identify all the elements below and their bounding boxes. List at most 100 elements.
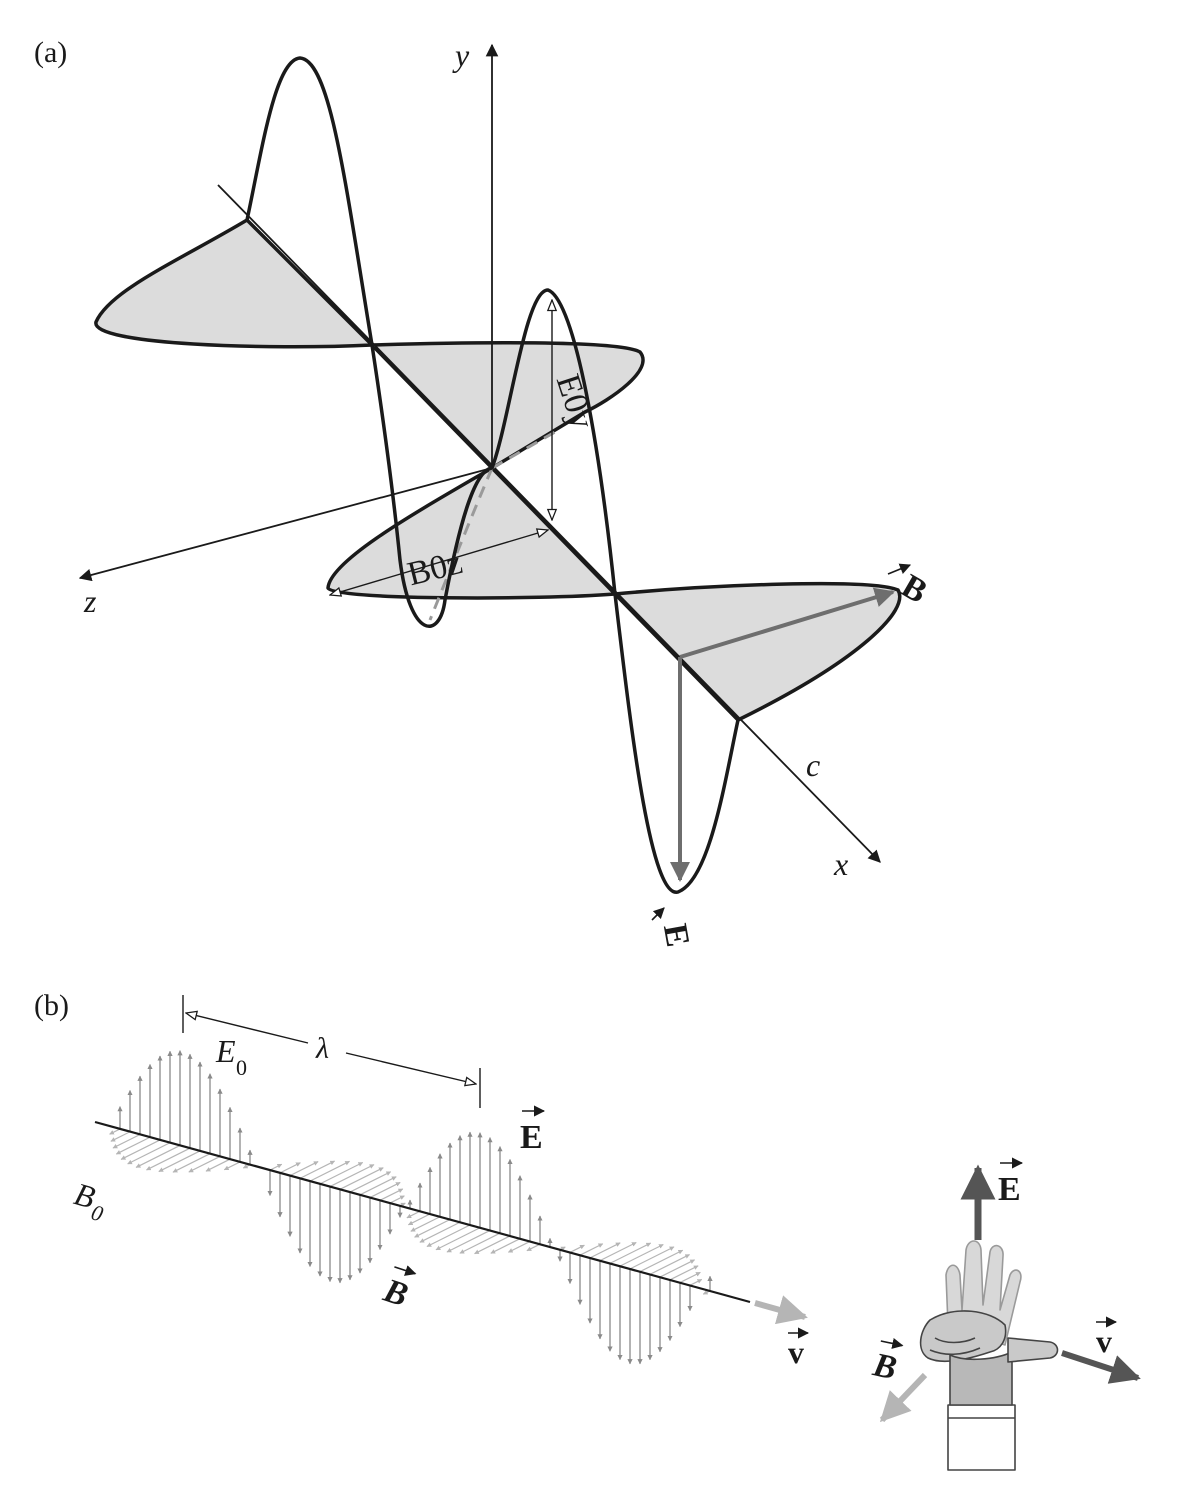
b-field-arrow bbox=[309, 1160, 350, 1182]
b-field-arrow bbox=[115, 1136, 151, 1155]
svg-text:E: E bbox=[656, 921, 696, 950]
axis-z-label: z bbox=[83, 583, 97, 619]
e-vector-label-b: E bbox=[520, 1105, 546, 1156]
b-field-arrow bbox=[379, 1188, 404, 1201]
b-field-arrow bbox=[569, 1244, 585, 1253]
lambda-dimension-right bbox=[345, 1052, 476, 1084]
b-field-arrow bbox=[459, 1232, 501, 1254]
svg-text:v: v bbox=[788, 1334, 804, 1370]
hand-b-label: B bbox=[869, 1337, 904, 1387]
svg-text:E: E bbox=[998, 1171, 1021, 1208]
b-field-arrow bbox=[406, 1210, 421, 1219]
b-field-arrow bbox=[599, 1241, 637, 1262]
b-field-arrow bbox=[127, 1142, 171, 1165]
b-vector-label-b: B bbox=[378, 1265, 417, 1315]
b-field-arrow bbox=[414, 1218, 451, 1238]
b-field-arrow bbox=[158, 1150, 201, 1173]
b-field-arrow bbox=[349, 1171, 392, 1193]
b-field-arrow bbox=[319, 1161, 364, 1185]
hand-v-label: v bbox=[1096, 1316, 1118, 1359]
b-field-arrow bbox=[135, 1144, 181, 1168]
z-axis bbox=[78, 467, 493, 582]
b-field-arrow bbox=[110, 1131, 131, 1142]
b-vector bbox=[679, 587, 895, 659]
svg-text:B: B bbox=[378, 1272, 412, 1315]
b-field-arrow bbox=[609, 1242, 652, 1264]
b-lobe-3 bbox=[326, 466, 617, 600]
b-field-arrow bbox=[146, 1147, 191, 1171]
b-field-arrow bbox=[120, 1139, 161, 1160]
b-field-arrow bbox=[689, 1278, 703, 1286]
b-field-arrow bbox=[410, 1216, 441, 1232]
b-field-arrow bbox=[435, 1227, 481, 1251]
propagation-line bbox=[94, 1120, 751, 1304]
lambda-dimension-left bbox=[186, 1013, 309, 1044]
speed-c-label: c bbox=[806, 747, 820, 783]
b-field-arrow bbox=[329, 1164, 375, 1188]
b-field-arrow bbox=[188, 1155, 221, 1173]
v-vector-label-b: v bbox=[788, 1327, 810, 1370]
b-field-arrow bbox=[109, 1128, 121, 1135]
axis-y-label: y bbox=[452, 37, 470, 73]
b-field-arrow bbox=[172, 1153, 211, 1173]
b-field-arrow bbox=[579, 1243, 604, 1256]
e-field-arrows bbox=[117, 1050, 713, 1365]
b-field-arrow bbox=[474, 1235, 511, 1255]
b-field-arrows bbox=[109, 1128, 711, 1295]
b-field-arrow bbox=[407, 1213, 431, 1226]
x-axis bbox=[217, 184, 881, 863]
svg-text:B: B bbox=[895, 568, 933, 611]
b-field-arrow bbox=[279, 1162, 301, 1174]
b-field-arrow bbox=[289, 1161, 319, 1177]
b-field-arrow bbox=[359, 1176, 397, 1196]
svg-text:E: E bbox=[215, 1033, 236, 1069]
b-field-arrow bbox=[205, 1158, 231, 1172]
b-field-arrow bbox=[526, 1243, 541, 1252]
hand-v-arrow bbox=[1061, 1350, 1141, 1384]
panel-b-label: (b) bbox=[34, 989, 69, 1022]
axis-x-label: x bbox=[833, 846, 848, 882]
svg-text:0: 0 bbox=[236, 1055, 247, 1080]
b-field-arrow bbox=[299, 1160, 336, 1179]
b-field-arrow bbox=[419, 1221, 461, 1243]
b-field-arrow bbox=[369, 1181, 401, 1199]
b-field-arrow bbox=[649, 1254, 690, 1275]
b-field-arrow bbox=[339, 1167, 384, 1190]
y-axis-hidden bbox=[491, 430, 556, 470]
e0-label: E 0 bbox=[215, 1033, 247, 1080]
panel-a: (a) E0y B0z y z x c bbox=[34, 36, 933, 950]
b-field-arrow bbox=[389, 1195, 405, 1204]
b-field-arrow bbox=[659, 1259, 696, 1278]
b-field-arrow bbox=[629, 1246, 675, 1270]
hand-icon bbox=[919, 1240, 1059, 1471]
b-field-arrow bbox=[446, 1229, 491, 1253]
b-field-arrow bbox=[223, 1161, 241, 1171]
right-hand-rule: E B v bbox=[869, 1157, 1141, 1471]
b-field-arrow bbox=[269, 1163, 283, 1171]
b0-label: B 0 bbox=[70, 1175, 105, 1226]
svg-text:v: v bbox=[1096, 1323, 1112, 1359]
b-field-arrow bbox=[490, 1238, 521, 1254]
b-lobe-4 bbox=[613, 581, 902, 722]
hand-b-arrow bbox=[879, 1372, 928, 1423]
b-field-arrow bbox=[679, 1271, 701, 1284]
b-field-arrow bbox=[507, 1240, 531, 1253]
svg-text:B: B bbox=[869, 1346, 900, 1387]
b-field-arrow bbox=[112, 1133, 141, 1149]
b-field-arrow bbox=[669, 1265, 699, 1281]
panel-a-label: (a) bbox=[34, 36, 67, 69]
b-field-arrow bbox=[619, 1243, 664, 1267]
b-field-arrow bbox=[426, 1224, 471, 1248]
b0z-dimension bbox=[330, 530, 548, 595]
lambda-label: λ bbox=[315, 1032, 329, 1065]
e-vector-label: E bbox=[651, 907, 696, 950]
b-field-arrow bbox=[589, 1242, 621, 1259]
panel-b: (b) λ E 0 B 0 E B bbox=[34, 989, 810, 1370]
hand-e-label: E bbox=[998, 1157, 1024, 1208]
svg-text:E: E bbox=[520, 1119, 543, 1156]
b-lobe-1 bbox=[94, 218, 374, 349]
b-field-arrow bbox=[639, 1249, 684, 1273]
velocity-vector bbox=[754, 1295, 808, 1325]
e-wave bbox=[245, 56, 740, 894]
